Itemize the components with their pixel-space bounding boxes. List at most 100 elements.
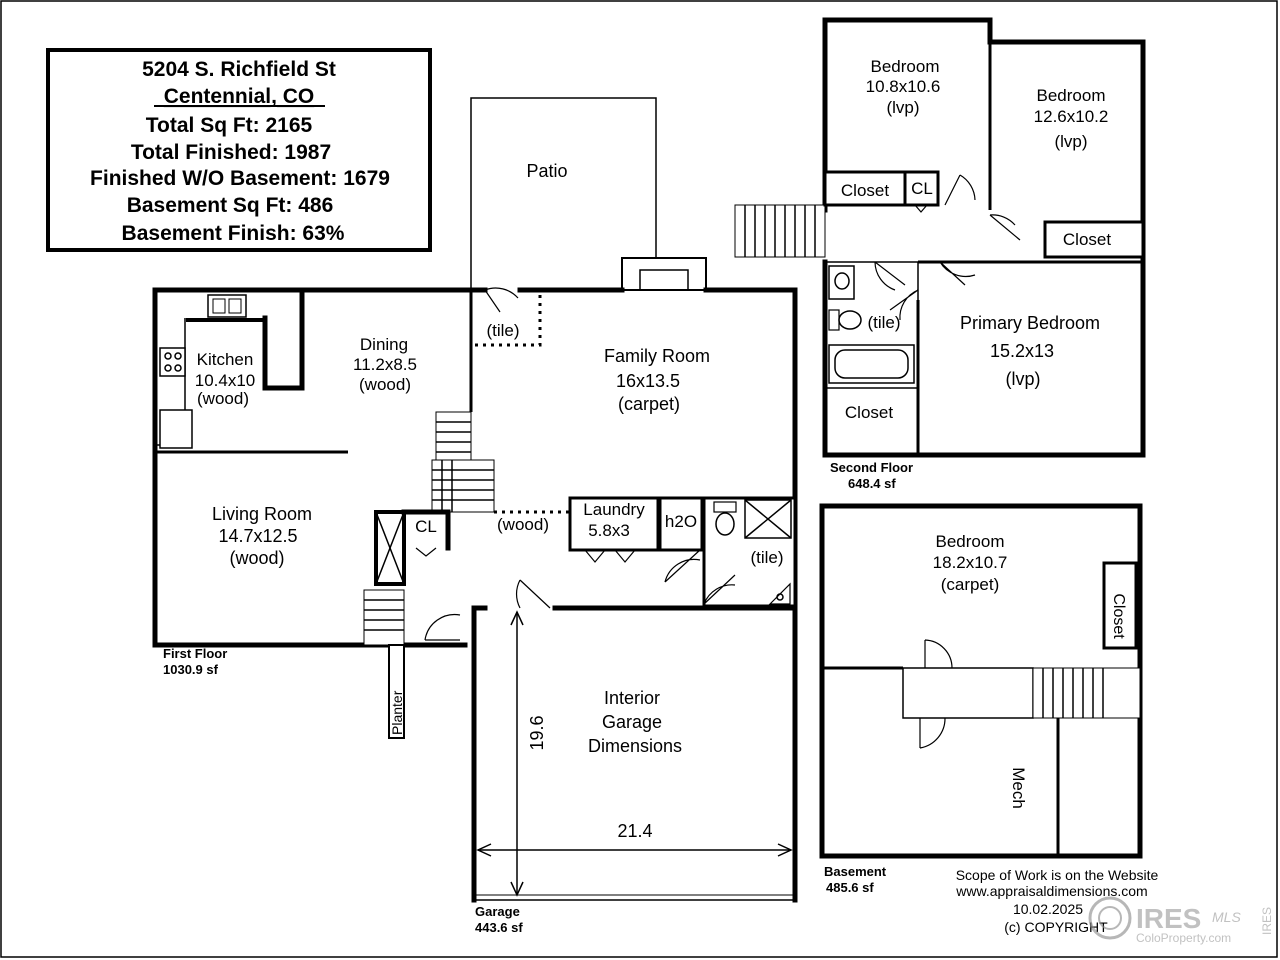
- living-room-size: 14.7x12.5: [218, 526, 297, 546]
- storage-x: [375, 511, 405, 585]
- kitchen-name: Kitchen: [197, 350, 254, 369]
- bath-floor-label: (tile): [750, 548, 783, 567]
- first-floor-plan: Patio Kitchen 10.4x10 (wood) Dining 11.2…: [152, 97, 798, 739]
- primary-door[interactable]: [939, 261, 976, 286]
- basement-area: 485.6 sf: [826, 880, 874, 895]
- laundry-size: 5.8x3: [588, 521, 630, 540]
- bath-door[interactable]: [703, 574, 736, 605]
- patio-door[interactable]: [484, 287, 519, 313]
- basement-bedroom-size: 18.2x10.7: [933, 553, 1008, 572]
- second-floor-linen-closet: [903, 170, 940, 207]
- stove-burner: [164, 352, 172, 360]
- sink-basin-right: [228, 298, 242, 314]
- closet-3-label: Closet: [845, 403, 893, 422]
- garage-line3: Dimensions: [588, 736, 682, 756]
- mech-door[interactable]: [919, 717, 946, 749]
- info-address: 5204 S. Richfield St: [142, 58, 336, 81]
- family-room-name: Family Room: [604, 346, 710, 366]
- front-door[interactable]: [424, 613, 461, 641]
- bath-door-2[interactable]: [874, 261, 906, 291]
- laundry-room: [568, 496, 660, 552]
- family-room-floor: (carpet): [618, 394, 680, 414]
- bathtub-inner: [834, 349, 909, 379]
- closet-door[interactable]: [415, 547, 437, 557]
- upstairs-toilet-tank: [828, 309, 840, 331]
- garage-depth-arrows: [510, 610, 524, 897]
- garage-depth-label: 19.6: [527, 715, 547, 750]
- upstairs-toilet-bowl: [838, 310, 862, 330]
- basement-plan: Bedroom 18.2x10.7 (carpet) Closet Mech B…: [819, 503, 1143, 895]
- watermark-mls: MLS: [1212, 909, 1241, 925]
- basement-bedroom-door[interactable]: [924, 639, 953, 669]
- second-floor-closet-2: [1043, 220, 1145, 259]
- ires-logo-inner: [1098, 906, 1122, 930]
- garage-line2: Garage: [602, 712, 662, 732]
- bedroom-2-door[interactable]: [989, 214, 1021, 241]
- footer-website: www.appraisaldimensions.com: [955, 883, 1147, 899]
- primary-bedroom-floor: (lvp): [1006, 369, 1041, 389]
- second-floor-closet-1: [823, 170, 907, 207]
- entry-stairs: [363, 589, 405, 646]
- basement-bedroom-name: Bedroom: [936, 532, 1005, 551]
- dining-name: Dining: [360, 335, 408, 354]
- closet-2-label: Closet: [1063, 230, 1111, 249]
- basement-closet-label: Closet: [1110, 593, 1127, 639]
- info-finished-wo-basement: Finished W/O Basement: 1679: [90, 167, 390, 190]
- patio-label: Patio: [526, 161, 567, 181]
- living-room-name: Living Room: [212, 504, 312, 524]
- patio-tile-label: (tile): [486, 321, 519, 340]
- planter-label: Planter: [389, 690, 405, 735]
- primary-bath-door[interactable]: [889, 289, 919, 321]
- info-total-finished: Total Finished: 1987: [131, 141, 331, 164]
- water-heater-door[interactable]: [664, 549, 701, 583]
- upstairs-bath-floor: (tile): [867, 313, 900, 332]
- basement-bedroom-floor: (carpet): [941, 575, 1000, 594]
- bedroom-2-name: Bedroom: [1037, 86, 1106, 105]
- kitchen-sink: [207, 294, 247, 318]
- stove-burner: [164, 364, 172, 372]
- second-floor-label: Second Floor: [830, 460, 913, 475]
- water-heater-label: h2O: [665, 512, 697, 531]
- footer-scope: Scope of Work is on the Website: [956, 867, 1159, 883]
- water-heater-closet: [658, 496, 704, 552]
- dining-floor: (wood): [359, 375, 411, 394]
- mech-label: Mech: [1009, 767, 1028, 809]
- second-floor-stairs: [734, 204, 826, 258]
- garage-width-arrows: [476, 843, 793, 857]
- info-city: Centennial, CO: [164, 85, 315, 108]
- garage-width-label: 21.4: [617, 821, 652, 841]
- laundry-name: Laundry: [583, 500, 645, 519]
- basement-label: Basement: [824, 864, 887, 879]
- info-basement-finish: Basement Finish: 63%: [122, 222, 345, 245]
- primary-bedroom-size: 15.2x13: [990, 341, 1054, 361]
- linen-closet-door[interactable]: [914, 204, 928, 213]
- kitchen-peninsula: [262, 287, 305, 391]
- stove: [159, 347, 186, 377]
- second-floor-plan: Bedroom 10.8x10.6 (lvp) Bedroom 12.6x10.…: [734, 17, 1146, 491]
- bedroom-1-floor: (lvp): [886, 98, 919, 117]
- basement-hall: [902, 667, 1034, 719]
- patio-tile-outline: [475, 293, 542, 347]
- first-floor-stairs: [431, 411, 495, 513]
- toilet-tank: [713, 501, 737, 513]
- garage-area: 443.6 sf: [475, 920, 523, 935]
- info-basement-sqft: Basement Sq Ft: 486: [127, 194, 334, 217]
- primary-bedroom-name: Primary Bedroom: [960, 313, 1100, 333]
- vanity: [828, 265, 855, 300]
- fireplace: [621, 257, 707, 291]
- toilet-bowl: [715, 512, 735, 536]
- laundry-doors[interactable]: [584, 549, 636, 563]
- info-total-sqft: Total Sq Ft: 2165: [146, 114, 313, 137]
- garage-plan: Interior Garage Dimensions 19.6 21.4 Gar…: [471, 605, 798, 935]
- first-floor-area: 1030.9 sf: [163, 662, 219, 677]
- bedroom-1-door[interactable]: [944, 174, 976, 206]
- sink-basin-left: [212, 298, 226, 314]
- garage-entry-door[interactable]: [516, 579, 551, 609]
- bedroom-1-size: 10.8x10.6: [866, 77, 941, 96]
- info-box-frame: [46, 48, 432, 252]
- garage-north-east-wall: [552, 605, 798, 903]
- basement-closet: [1102, 561, 1138, 650]
